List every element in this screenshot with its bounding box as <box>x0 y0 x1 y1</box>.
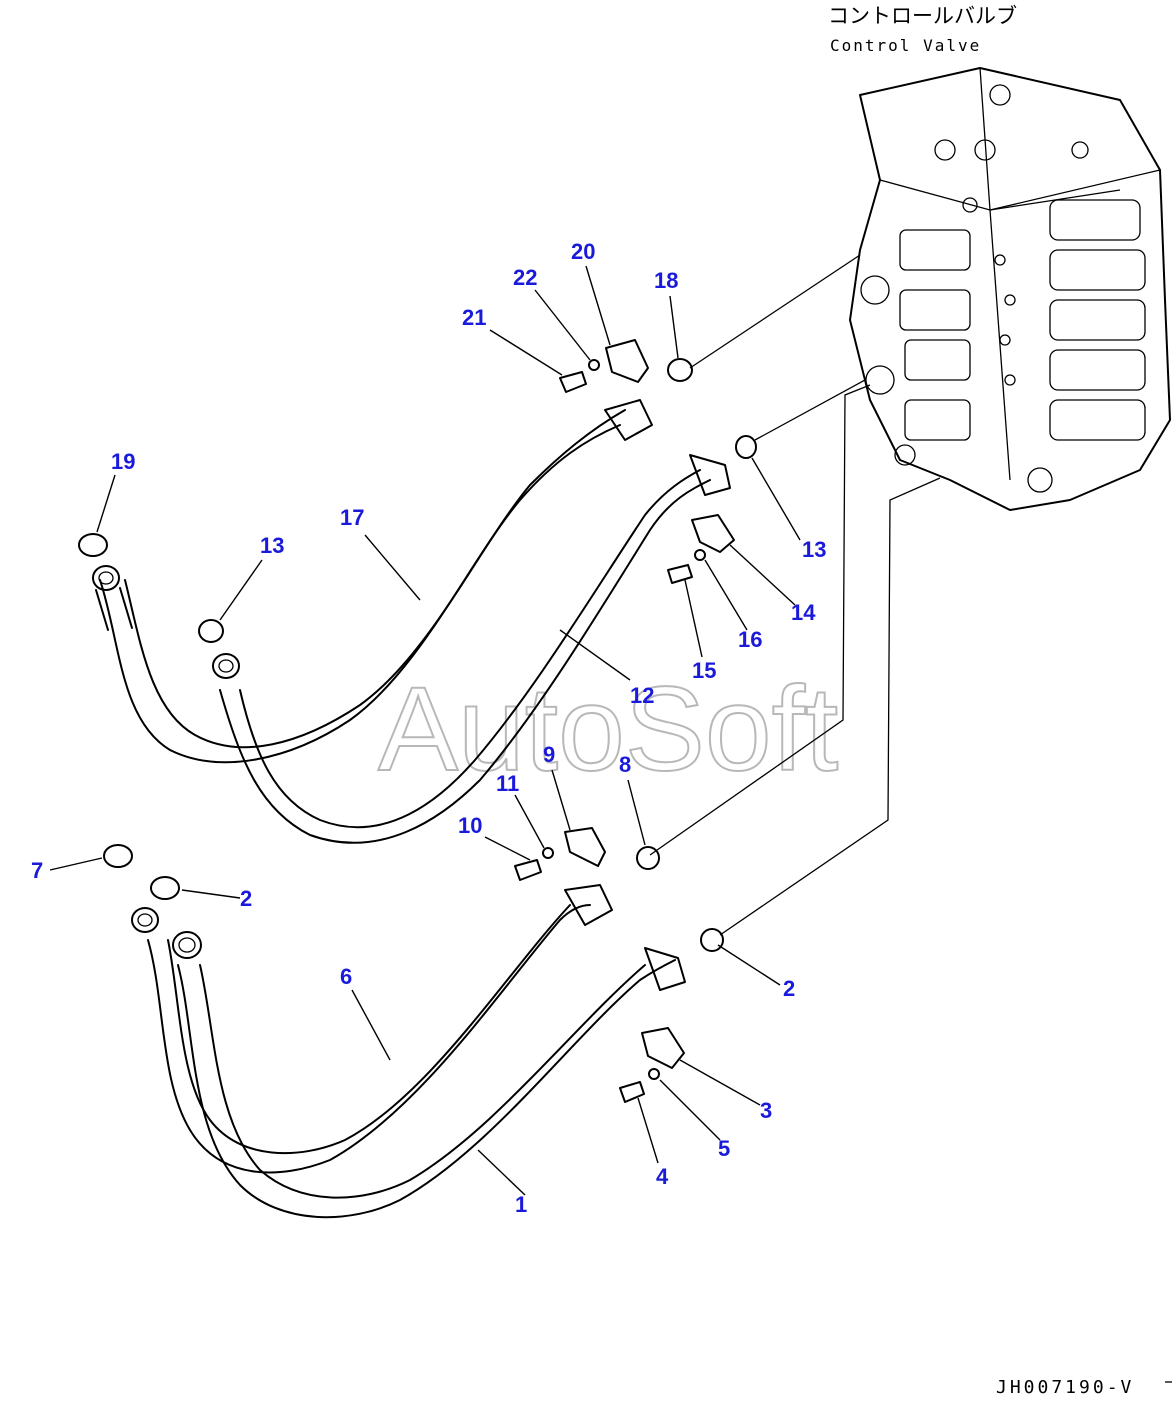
o-ring-2-right <box>700 928 724 952</box>
callout-4: 4 <box>656 1164 669 1189</box>
bolt-10 <box>514 859 542 881</box>
callout-11: 11 <box>496 771 519 796</box>
callout-12: 12 <box>630 683 654 708</box>
flanges-bolts <box>514 339 735 1103</box>
callout-18: 18 <box>654 268 678 293</box>
callout-8: 8 <box>619 752 631 777</box>
o-ring-2-left <box>150 876 180 900</box>
o-ring-13-upper <box>735 435 757 459</box>
o-ring-8 <box>636 846 660 870</box>
callout-13-left: 13 <box>260 533 284 558</box>
callout-22: 22 <box>513 265 537 290</box>
callout-3: 3 <box>760 1098 772 1123</box>
flange-9 <box>564 827 606 867</box>
hose-12 <box>212 454 731 844</box>
bolt-4 <box>619 1081 645 1103</box>
o-ring-7 <box>103 844 133 868</box>
drawing-id: JH007190-V <box>996 1377 1134 1398</box>
callout-5: 5 <box>718 1136 730 1161</box>
hose-6 <box>131 884 613 1174</box>
washer-11 <box>542 847 554 859</box>
o-ring-18 <box>667 358 693 382</box>
callout-14: 14 <box>791 600 816 625</box>
hose-17 <box>92 399 653 764</box>
callout-16: 16 <box>738 627 762 652</box>
washer-22 <box>588 359 600 371</box>
flange-3 <box>641 1027 685 1069</box>
flange-20 <box>605 339 649 383</box>
washer-5 <box>648 1068 660 1080</box>
leader-lines <box>49 265 801 1196</box>
o-rings <box>78 358 757 952</box>
callout-17: 17 <box>340 505 364 530</box>
callout-10: 10 <box>458 813 482 838</box>
hose-1 <box>172 931 686 1219</box>
callout-19: 19 <box>111 449 135 474</box>
callout-2-left: 2 <box>240 886 252 911</box>
o-ring-13-left <box>198 619 224 643</box>
flange-14 <box>691 514 735 553</box>
callout-15: 15 <box>692 658 716 683</box>
callout-2-right: 2 <box>783 976 795 1001</box>
callout-7: 7 <box>31 858 43 883</box>
callout-20: 20 <box>571 239 595 264</box>
callout-1: 1 <box>515 1192 527 1217</box>
callout-6: 6 <box>340 964 352 989</box>
bolt-15 <box>667 564 693 584</box>
title-english: Control Valve <box>830 36 981 55</box>
watermark: AutoSoft <box>378 662 838 796</box>
washer-16 <box>694 549 706 561</box>
title-japanese: コントロールバルブ <box>828 4 1017 28</box>
bolt-21 <box>559 371 587 393</box>
control-valve-icon <box>849 67 1171 511</box>
callout-9: 9 <box>543 742 555 767</box>
callout-13-right: 13 <box>802 537 826 562</box>
o-ring-19 <box>78 533 108 557</box>
port-guide-lines <box>649 254 941 936</box>
callout-labels: 1 2 2 3 4 5 6 7 8 9 10 11 12 13 13 14 15… <box>31 239 826 1217</box>
callout-21: 21 <box>462 305 486 330</box>
